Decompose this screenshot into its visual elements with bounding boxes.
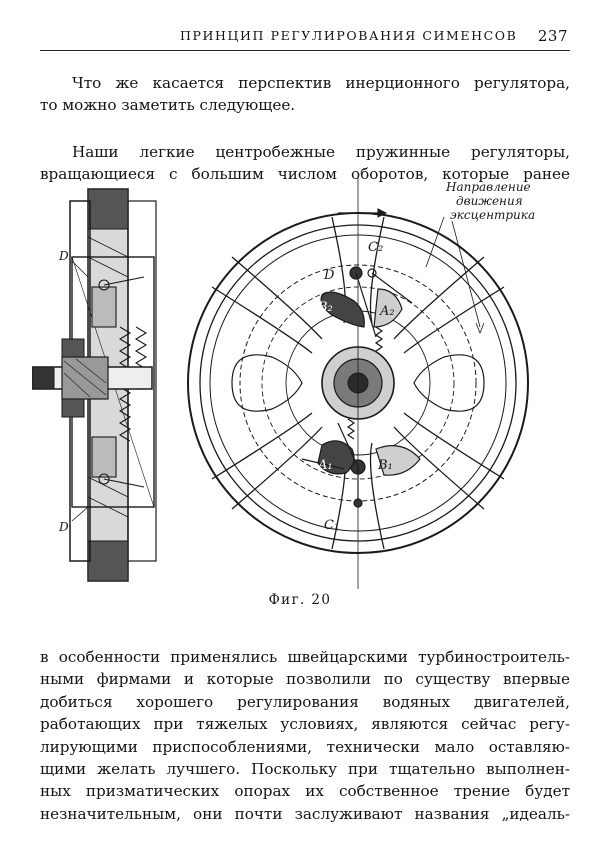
text-line: то можно заметить следующее. [40,96,296,115]
label-a1: A₁ [317,458,333,473]
wheel-front-view [187,177,529,589]
label-c1: C₁ [324,518,339,533]
label-b1: B₁ [377,458,393,473]
label-d-left-bottom: D [58,520,69,534]
text-line: незначительным, они почти заслуживают на… [40,804,570,823]
regulator-figure: D D [32,177,535,589]
paragraph-3: в особенности применялись швейцарскими т… [40,646,570,825]
side-section-view [32,188,157,582]
text-line: ными фирмами и которые позволили по суще… [40,670,570,689]
label-b2: B₂ [317,300,333,315]
label-d-left-top: D [58,249,69,263]
annotation-line-3: эксцентрика [450,208,535,222]
text-line: Наши легкие центробежные пружинные регул… [72,143,570,161]
annotation-line-1: Направление [445,180,531,194]
text-line: добиться хорошего регулирования водяных … [40,692,570,711]
text-line: лирующими приспособлениями, технически м… [40,737,570,756]
text-line: щими желать лучшего. Поскольку при тщате… [40,759,570,778]
label-d-wheel: D [323,268,335,283]
annotation-line-2: движения [456,194,523,208]
label-c2: C₂ [368,240,383,255]
label-a2: A₂ [379,304,395,319]
running-header: ПРИНЦИП РЕГУЛИРОВАНИЯ СИМЕНСОВ 237 [40,26,570,51]
header-title: ПРИНЦИП РЕГУЛИРОВАНИЯ СИМЕНСОВ [180,28,518,43]
paragraph-2: Наши легкие центробежные пружинные регул… [40,141,570,186]
page-number: 237 [537,27,568,45]
text-line: в особенности применялись швейцарскими т… [40,648,570,666]
paragraph-1: Что же касается перспектив инерционного … [40,72,570,117]
text-line: Что же касается перспектив инерционного … [72,74,570,92]
text-line: работающих при тяжелых условиях, являютс… [40,715,570,734]
figure-caption: Фиг. 20 [268,592,332,608]
text-line: ных призматических опорах их собственное… [40,782,570,801]
text-line: вращающиеся с большим числом оборотов, к… [40,165,570,184]
